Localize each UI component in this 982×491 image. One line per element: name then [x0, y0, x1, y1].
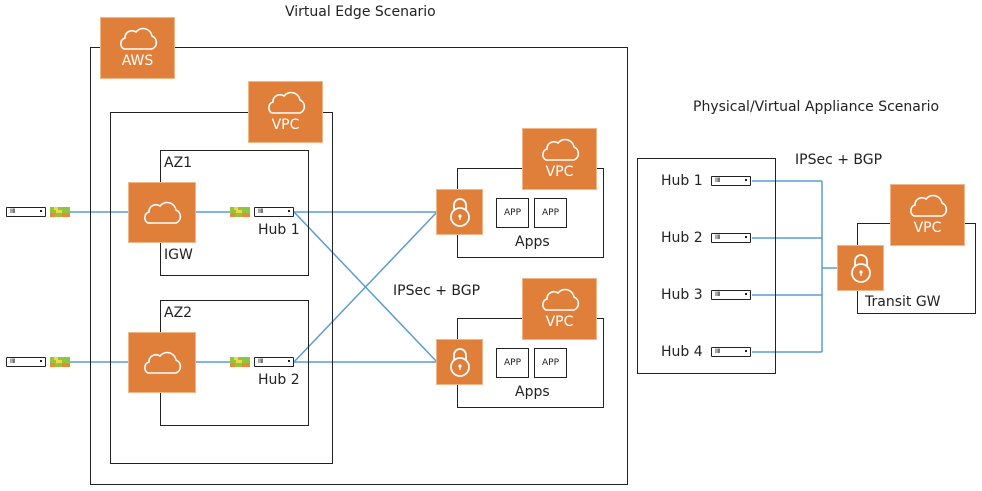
hub2-server: IIII [254, 357, 294, 367]
right-hub-label: Hub 2 [661, 230, 703, 246]
right-hub-label: Hub 4 [661, 344, 703, 360]
firewall-icon [230, 357, 250, 367]
vpc-label: VPC [271, 117, 300, 133]
hub2-label: Hub 2 [258, 372, 300, 388]
cloud-icon [267, 91, 305, 114]
external-server-1: IIII [6, 207, 46, 217]
lock-icon [449, 348, 470, 377]
lock-icon [850, 254, 871, 283]
aws-container [90, 47, 628, 485]
external-server-2: IIII [6, 357, 46, 367]
apps-caption-2: Apps [515, 384, 550, 400]
right-hub-server: IIII [711, 290, 751, 300]
hub1-server: IIII [254, 207, 294, 217]
app-vpc-2-tile: VPC [522, 278, 597, 340]
hub1-label: Hub 1 [258, 222, 300, 238]
firewall-icon [50, 207, 70, 217]
app-box: APP [496, 348, 529, 378]
vpn-gateway-1 [436, 189, 483, 235]
transit-vpc-tile: VPC [890, 184, 965, 246]
transit-vpc-label: VPC [913, 220, 942, 236]
right-hub-server: IIII [711, 176, 751, 186]
vpn-gateway-2 [436, 339, 483, 385]
transit-gateway-lock [837, 245, 884, 291]
aws-label: AWS [121, 53, 154, 69]
aws-tile: AWS [100, 17, 175, 79]
vpc-tile: VPC [248, 81, 323, 143]
igw1-tile [128, 182, 196, 243]
cloud-icon [119, 27, 157, 50]
hubs-container [637, 158, 776, 374]
az1-label: AZ1 [164, 155, 193, 171]
transit-gw-label: Transit GW [865, 294, 941, 310]
cloud-icon [541, 138, 579, 161]
lock-icon [449, 198, 470, 227]
apps-caption-1: Apps [515, 234, 550, 250]
vpc-container [110, 112, 333, 464]
cloud-icon [909, 194, 947, 217]
link-hub2-vgw1 [293, 211, 438, 363]
igw2-tile [128, 332, 196, 393]
right-hub-server: IIII [711, 233, 751, 243]
cloud-icon [541, 288, 579, 311]
title-virtual-edge: Virtual Edge Scenario [285, 4, 436, 20]
igw-label: IGW [164, 247, 193, 263]
right-hub-server: IIII [711, 347, 751, 357]
right-hub-label: Hub 3 [661, 287, 703, 303]
app-vpc-2-label: VPC [545, 314, 574, 330]
app-vpc-1-tile: VPC [522, 128, 597, 190]
firewall-icon [230, 207, 250, 217]
app-vpc-1-label: VPC [545, 164, 574, 180]
az2-label: AZ2 [164, 305, 193, 321]
app-box: APP [496, 198, 529, 228]
right-hub-label: Hub 1 [661, 173, 703, 189]
firewall-icon [50, 357, 70, 367]
ipsec-bgp-label-left: IPSec + BGP [393, 283, 481, 299]
title-physical-appliance: Physical/Virtual Appliance Scenario [693, 99, 940, 115]
cloud-icon [144, 351, 182, 374]
app-box: APP [534, 348, 567, 378]
cloud-icon [144, 201, 182, 224]
app-box: APP [534, 198, 567, 228]
ipsec-bgp-label-right: IPSec + BGP [795, 152, 883, 168]
